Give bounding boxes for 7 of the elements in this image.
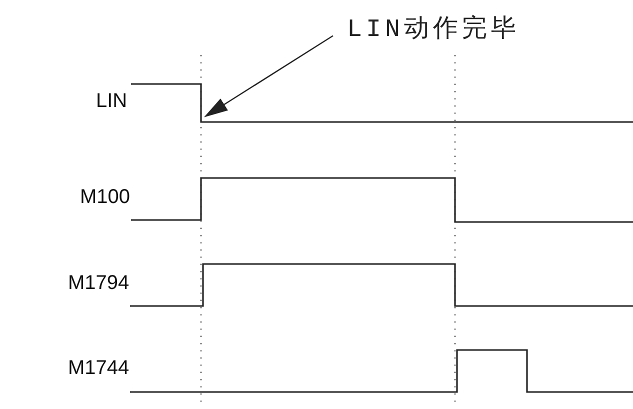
signal-label: M1794 <box>68 273 130 293</box>
callout-text: LIN动作完毕 <box>333 17 520 42</box>
leader-line <box>204 35 334 117</box>
signal-label: M1744 <box>68 358 130 378</box>
signal-label: LIN <box>96 91 128 111</box>
signal-label: M100 <box>80 187 130 207</box>
timing-waveform <box>131 83 633 123</box>
